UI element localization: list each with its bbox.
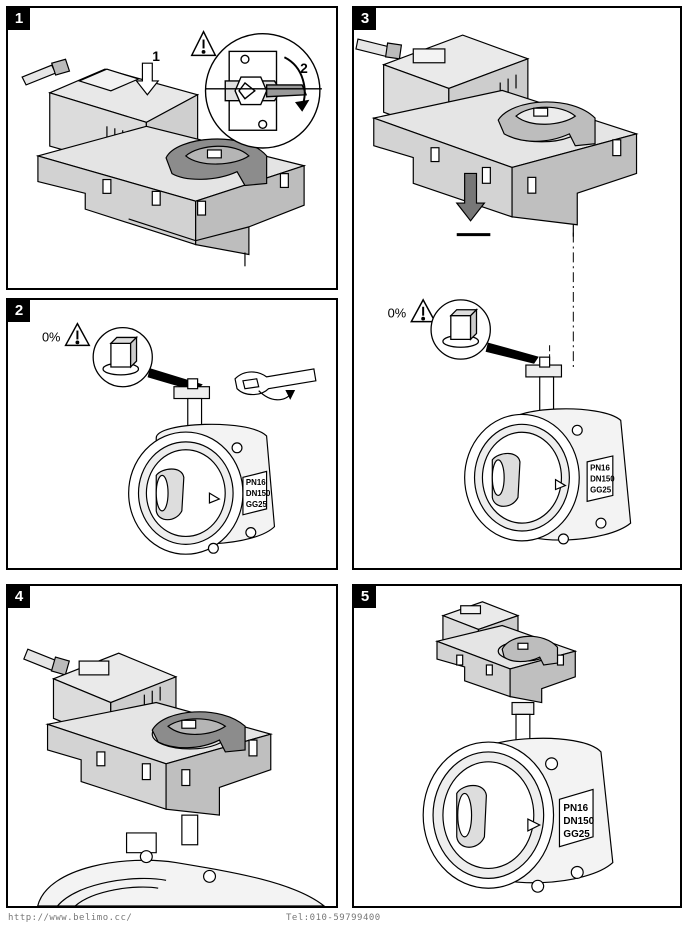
warning-icon (410, 298, 437, 323)
valve-marking-pn: PN16 (590, 464, 610, 473)
valve-marking-dn: DN150 (246, 489, 271, 498)
spindle-clamp (165, 138, 268, 187)
valve-markings: PN16 DN150 GG25 (246, 478, 271, 509)
wrench-icon (234, 368, 317, 401)
panel-step-2: 2 0% (6, 298, 338, 570)
arrow-label-1: 1 (152, 49, 160, 64)
spindle-clamp (497, 635, 559, 666)
spindle-clamp (497, 101, 596, 147)
assembled-valve-actuator-illustration: PN16 DN150 GG25 (422, 601, 614, 893)
stem-detail-magnifier (92, 326, 203, 392)
detail-magnifier (204, 32, 322, 149)
actuator-cable (21, 58, 71, 86)
footer-url: http://www.belimo.cc/ (8, 913, 133, 923)
footer-tel: Tel:010-59799400 (286, 913, 381, 923)
valve-markings: PN16 DN150 GG25 (563, 803, 594, 840)
valve-markings: PN16 DN150 GG25 (590, 464, 615, 495)
step-number-badge: 4 (8, 586, 30, 608)
arrow-label-2: 2 (300, 61, 308, 76)
butterfly-valve (128, 378, 276, 555)
panel-step-5: 5 (352, 584, 682, 908)
valve-marking-dn: DN150 (563, 816, 594, 827)
actuator-manual-override-illustration: 1 2 (21, 30, 322, 267)
stem-detail-magnifier (430, 299, 539, 364)
step-number-badge: 2 (8, 300, 30, 322)
mount-actuator-on-valve-illustration: 0% (355, 34, 639, 545)
panel-step-3: 3 (352, 6, 682, 570)
valve-zero-position-illustration: 0% (42, 322, 317, 555)
valve-marking-material: GG25 (246, 500, 268, 509)
panel-step-4: 4 (6, 584, 338, 908)
valve-marking-material: GG25 (563, 829, 590, 840)
warning-icon (190, 30, 217, 57)
actuator-base (45, 701, 273, 816)
step-number-badge: 1 (8, 8, 30, 30)
actuator-cable (23, 648, 71, 676)
mount-direction-arrow (455, 172, 491, 237)
warning-icon (64, 322, 91, 347)
valve-marking-dn: DN150 (590, 475, 615, 484)
valve-marking-pn: PN16 (563, 803, 588, 814)
actuator-cable (355, 38, 403, 60)
push-button-arrow (135, 62, 160, 96)
butterfly-valve (464, 356, 632, 545)
step-number-badge: 3 (354, 8, 376, 30)
valve-marking-material: GG25 (590, 485, 612, 494)
step-number-badge: 5 (354, 586, 376, 608)
actuator-mounted-illustration (23, 648, 326, 906)
zero-percent-label: 0% (388, 306, 407, 321)
zero-percent-label: 0% (42, 329, 61, 344)
panel-step-1: 1 (6, 6, 338, 290)
spindle-clamp (151, 711, 246, 753)
butterfly-valve (37, 814, 326, 906)
butterfly-valve (422, 701, 614, 893)
valve-marking-pn: PN16 (246, 478, 266, 487)
